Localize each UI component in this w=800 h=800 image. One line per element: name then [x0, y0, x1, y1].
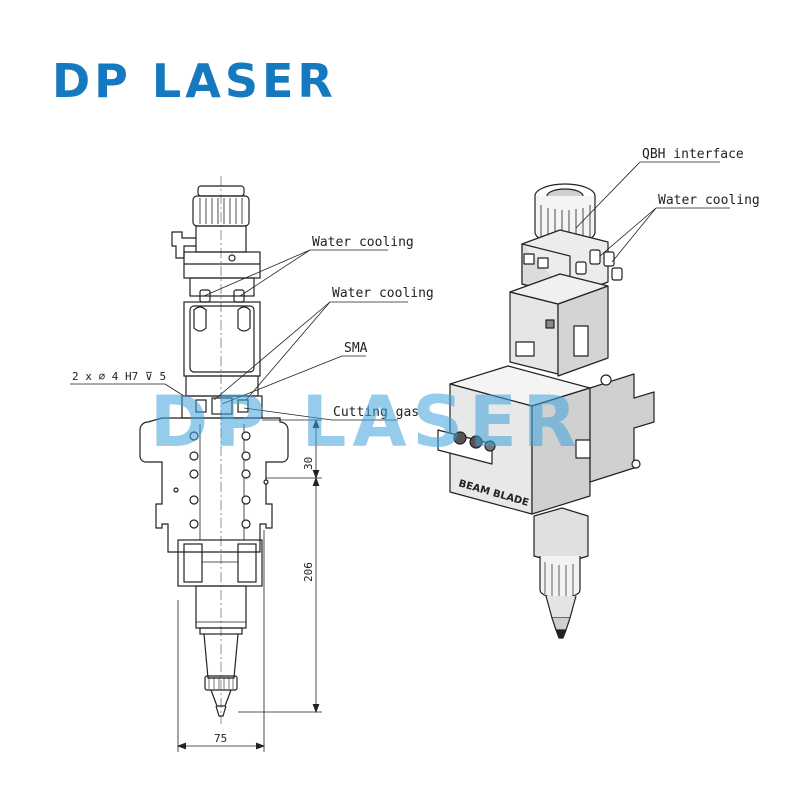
label-water-cooling-mid: Water cooling — [332, 286, 434, 301]
dimension-75: 75 — [214, 732, 227, 745]
callout-leaders-right — [575, 161, 730, 263]
label-cutting-gas: Cutting gas — [333, 405, 419, 420]
callout-leaders-left — [203, 249, 408, 421]
cutting-head-isometric-view — [437, 183, 655, 639]
dp-laser-logo: DP LASER — [52, 54, 337, 108]
dimension-lines — [176, 418, 322, 752]
label-hole-spec: 2 x ∅ 4 H7 ⊽ 5 — [72, 370, 166, 383]
label-water-cooling-right: Water cooling — [658, 193, 760, 208]
dimension-206: 206 — [302, 562, 315, 582]
label-water-cooling-left: Water cooling — [312, 235, 414, 250]
dp-laser-watermark: DP LASER — [150, 381, 583, 463]
dimension-30: 30 — [302, 457, 315, 470]
cutting-head-front-view — [70, 176, 289, 724]
label-sma: SMA — [344, 341, 368, 356]
label-qbh-interface: QBH interface — [642, 147, 744, 162]
